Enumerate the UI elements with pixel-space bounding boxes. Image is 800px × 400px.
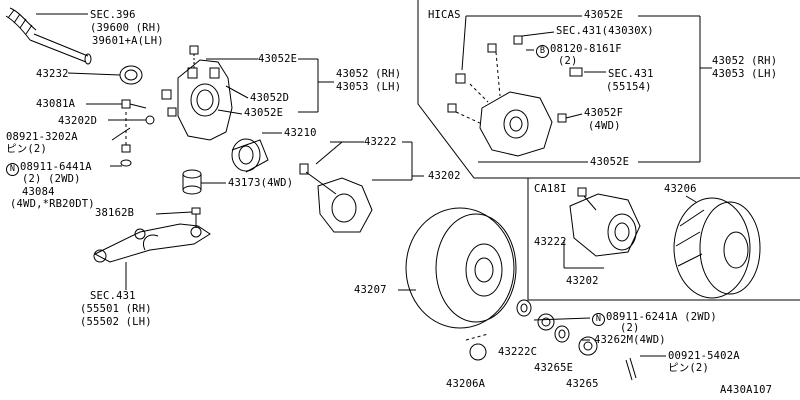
label-43262M: 43262M(4WD) [594, 334, 666, 346]
label-hicas-sec431b: SEC.431 [608, 68, 654, 80]
label-43206A: 43206A [446, 378, 486, 390]
label-39601: 39601+A(LH) [92, 35, 164, 47]
label-38162B: 38162B [95, 207, 135, 219]
ca18i-frame [527, 178, 800, 301]
pin-icon [625, 357, 637, 381]
label-hicas-sec431: SEC.431(43030X) [556, 25, 654, 37]
label-43222: 43222 [364, 136, 397, 148]
label-08911-6441A-sub: (2) (2WD) [22, 173, 81, 185]
label-43202: 43202 [428, 170, 461, 182]
label-43207: 43207 [354, 284, 387, 296]
hicas-knuckle-icon [447, 35, 583, 157]
label-hicas: HICAS [428, 9, 461, 21]
label-43232: 43232 [36, 68, 69, 80]
axle-hub-icon [299, 163, 373, 233]
lock-nut-icon [537, 313, 555, 331]
label-55501: (55501 (RH) [80, 303, 152, 315]
label-08911-6241A-sub: (2) [620, 322, 640, 334]
label-hicas-08120-sub: (2) [558, 55, 578, 67]
label-43052D: 43052D [250, 92, 290, 104]
label-43084-sub: (4WD,*RB20DT) [10, 198, 95, 210]
label-08911-6441A-text: 08911-6441A [20, 161, 92, 173]
label-43222C: 43222C [498, 346, 538, 358]
cap-icon [465, 333, 489, 361]
label-43052E-2: 43052E [244, 107, 284, 119]
drive-shaft-icon [5, 7, 92, 65]
label-hicas-43052F-sub: (4WD) [588, 120, 621, 132]
label-ca18i: CA18I [534, 183, 567, 195]
washer-icon [516, 299, 532, 317]
label-hicas-55154: (55154) [606, 81, 652, 93]
hicas-frame [417, 0, 800, 179]
cotter-pin-icon [111, 127, 131, 141]
b-marker: B [536, 45, 549, 58]
n-marker-2: N [592, 313, 605, 326]
label-08911-6241A-text: 08911-6241A (2WD) [606, 311, 717, 323]
label-43053-lh: 43053 (LH) [336, 81, 402, 93]
label-43265E: 43265E [534, 362, 574, 374]
brake-drum-icon [673, 197, 761, 299]
label-39600: (39600 (RH) [90, 22, 162, 34]
hub-nut-icon [578, 336, 598, 356]
label-ca18i-43206: 43206 [664, 183, 697, 195]
ca18i-hub-icon [569, 187, 641, 257]
label-43265: 43265 [566, 378, 599, 390]
label-55502: (55502 (LH) [80, 316, 152, 328]
label-hicas-43053-lh: 43053 (LH) [712, 68, 778, 80]
label-00921: 00921-5402A [668, 350, 740, 362]
n-marker: N [6, 163, 19, 176]
label-ca18i-43222: 43222 [534, 236, 567, 248]
label-43210: 43210 [284, 127, 317, 139]
label-pin-2-a: ピン(2) [6, 143, 47, 155]
label-sec431-a: SEC.431 [90, 290, 136, 302]
nut-icon [120, 144, 132, 167]
brake-rotor-icon [405, 207, 517, 329]
lower-arm-icon [93, 207, 211, 263]
label-hicas-08120-text: 08120-8161F [550, 43, 622, 55]
label-43052E-1: 43052E [258, 53, 298, 65]
label-hicas-43052E-bot: 43052E [590, 156, 630, 168]
label-pin-2-b: ピン(2) [668, 362, 709, 374]
label-43202D: 43202D [58, 115, 98, 127]
label-08921: 08921-3202A [6, 131, 78, 143]
label-ca18i-43202: 43202 [566, 275, 599, 287]
spacer-icon [182, 169, 202, 195]
label-hicas-43052-rh: 43052 (RH) [712, 55, 778, 67]
label-hicas-43052E-top: 43052E [584, 9, 624, 21]
label-sec396: SEC.396 [90, 9, 136, 21]
hub-bearing-icon [231, 138, 269, 173]
label-hicas-43052F: 43052F [584, 107, 624, 119]
label-43081A: 43081A [36, 98, 76, 110]
grease-seal-icon [119, 65, 143, 85]
spacer-ring-icon [554, 325, 570, 343]
label-43173: 43173(4WD) [228, 177, 294, 189]
steering-knuckle-icon [161, 45, 233, 141]
label-43084: 43084 [22, 186, 55, 198]
label-43052-rh: 43052 (RH) [336, 68, 402, 80]
diagram-code: A430A107 [720, 384, 773, 396]
